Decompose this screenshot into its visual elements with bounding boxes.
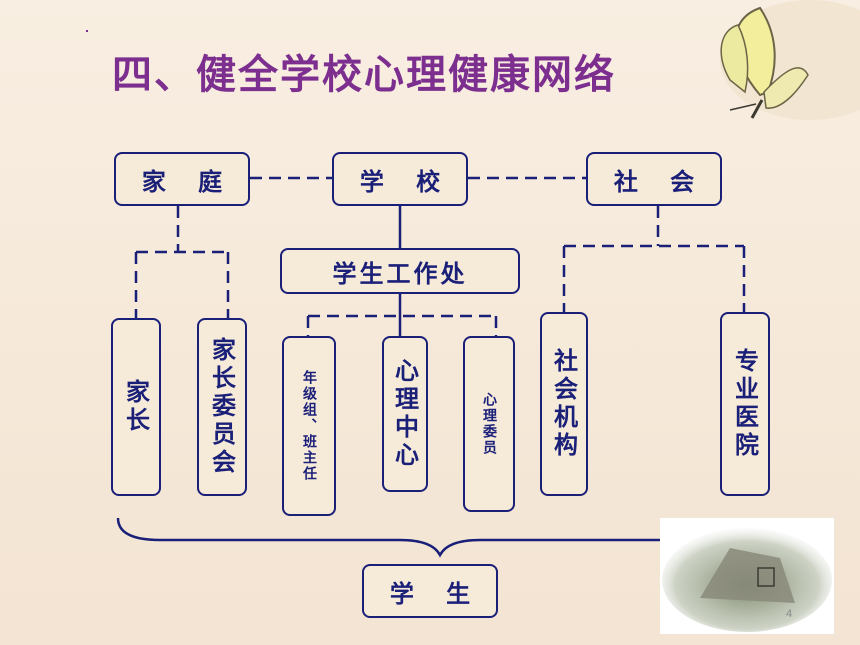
butterfly-icon bbox=[720, 0, 860, 120]
page-number: 4 bbox=[786, 608, 793, 620]
school-node: 学 校 bbox=[332, 152, 468, 206]
student-node: 学 生 bbox=[362, 564, 498, 618]
stone-tablet-photo bbox=[660, 518, 834, 634]
slide-title: 四、健全学校心理健康网络 bbox=[112, 52, 616, 98]
psychology-center-node: 心理中心 bbox=[382, 336, 428, 492]
society-node: 社 会 bbox=[586, 152, 722, 206]
parents-node: 家长 bbox=[111, 318, 161, 496]
professional-hospital-node: 专业医院 bbox=[720, 312, 770, 496]
family-node: 家 庭 bbox=[114, 152, 250, 206]
social-institutions-node: 社会机构 bbox=[540, 312, 588, 496]
psychology-commissioner-node: 心理委员 bbox=[463, 336, 515, 512]
student-affairs-office-node: 学生工作处 bbox=[280, 248, 520, 294]
parents-committee-node: 家长委员会 bbox=[197, 318, 247, 496]
grade-group-class-teacher-node: 年级组、班主任 bbox=[282, 336, 336, 516]
decorative-dot bbox=[86, 30, 88, 32]
